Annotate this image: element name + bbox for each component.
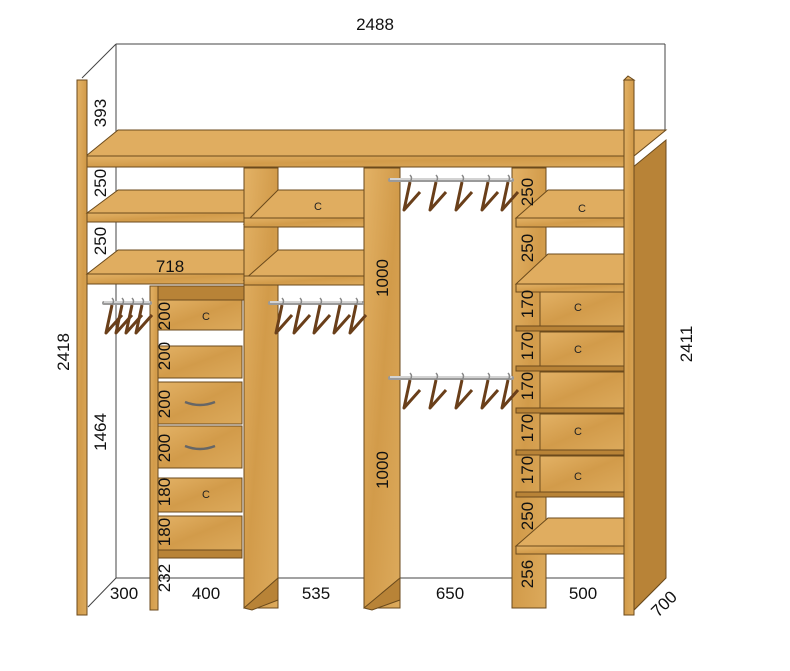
right-shelves <box>514 189 625 555</box>
dim-top-section: 393 <box>91 99 110 127</box>
dim-drawer-6: 180 <box>155 518 174 546</box>
dim-total-width: 2488 <box>356 15 394 34</box>
mark-c: C <box>574 344 582 356</box>
dim-hang-upper: 1000 <box>373 259 392 297</box>
top-shelf <box>84 129 668 168</box>
left-side-panel <box>76 79 88 616</box>
drawer-marks: C C C C C C C C <box>202 201 586 501</box>
dim-drawer-7: 232 <box>155 564 174 592</box>
mark-c: C <box>574 471 582 483</box>
dim-hang-lower: 1000 <box>373 451 392 489</box>
dim-lower-left: 1464 <box>91 413 110 451</box>
dim-right-6: 170 <box>518 414 537 442</box>
dim-drawer-1: 200 <box>155 302 174 330</box>
mark-c: C <box>314 201 322 213</box>
dim-right-2: 250 <box>518 234 537 262</box>
mark-c: C <box>578 203 586 215</box>
dim-drawer-5: 180 <box>155 478 174 506</box>
dim-drawer-4: 200 <box>155 434 174 462</box>
dim-left-shelf-2: 250 <box>91 227 110 255</box>
dim-right-9: 256 <box>518 560 537 588</box>
dim-col-2: 400 <box>192 584 220 603</box>
dim-shelf-width: 718 <box>156 257 184 276</box>
divider-panel-2 <box>362 167 401 611</box>
dim-col-4: 650 <box>436 584 464 603</box>
hanger-rod-lower-right <box>388 371 520 410</box>
mark-c: C <box>574 426 582 438</box>
dim-col-5: 500 <box>569 584 597 603</box>
hanger-rod-upper-right <box>388 173 520 212</box>
dimension-labels: 2488 2418 2411 700 393 250 250 1464 718 … <box>54 15 696 621</box>
dim-height-right: 2411 <box>677 326 696 363</box>
dim-right-8: 250 <box>518 502 537 530</box>
dim-right-1: 250 <box>518 178 537 206</box>
hanger-rod-left <box>102 296 154 335</box>
dim-right-5: 170 <box>518 372 537 400</box>
dim-col-1: 300 <box>110 584 138 603</box>
dim-drawer-3: 200 <box>155 390 174 418</box>
dim-depth: 700 <box>647 587 680 620</box>
dim-height-left: 2418 <box>54 333 73 371</box>
dim-drawer-2: 200 <box>155 342 174 370</box>
mark-c: C <box>202 489 210 501</box>
mark-c: C <box>574 302 582 314</box>
divider-panel-1 <box>242 167 279 611</box>
dim-right-4: 170 <box>518 332 537 360</box>
dim-right-7: 170 <box>518 456 537 484</box>
drawer-column <box>149 285 245 611</box>
right-side-panel <box>622 75 667 616</box>
mark-c: C <box>202 311 210 323</box>
dim-col-3: 535 <box>302 584 330 603</box>
dim-left-shelf-1: 250 <box>91 169 110 197</box>
hanger-rod-middle <box>268 296 368 335</box>
dim-right-3: 170 <box>518 290 537 318</box>
